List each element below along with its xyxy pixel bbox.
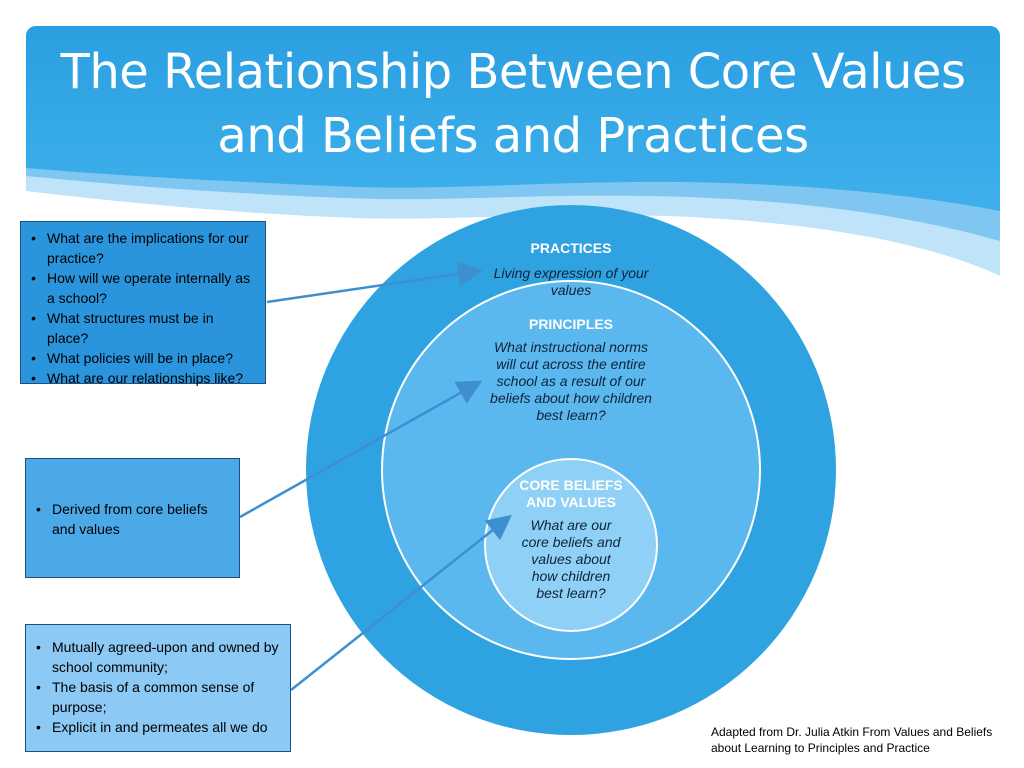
page-title: The Relationship Between Core Values and…	[60, 44, 966, 164]
core-values-box: Mutually agreed-upon and owned by school…	[25, 624, 291, 752]
header-banner	[26, 26, 1000, 276]
list-item: What are our relationships like?	[31, 368, 257, 388]
practices-label: PRACTICES Living expression of your valu…	[481, 240, 661, 299]
list-item: The basis of a common sense of purpose;	[36, 677, 282, 717]
practices-questions-list: What are the implications for our practi…	[29, 228, 257, 388]
practices-description: Living expression of your values	[493, 265, 649, 298]
arrow-core	[290, 514, 512, 691]
list-item: Explicit in and permeates all we do	[36, 717, 282, 737]
core-heading: CORE BELIEFS AND VALUES	[519, 477, 623, 510]
list-item: What are the implications for our practi…	[31, 228, 257, 268]
list-item: How will we operate internally as a scho…	[31, 268, 257, 308]
list-item: Derived from core beliefs and values	[36, 499, 231, 539]
list-item: What policies will be in place?	[31, 348, 257, 368]
principles-label: PRINCIPLES What instructional norms will…	[488, 316, 654, 424]
arrow-practices	[266, 261, 483, 304]
inner-ring-core	[484, 458, 658, 632]
principles-description: What instructional norms will cut across…	[490, 339, 652, 423]
core-values-list: Mutually agreed-upon and owned by school…	[34, 637, 282, 737]
list-item: Mutually agreed-upon and owned by school…	[36, 637, 282, 677]
source-credit: Adapted from Dr. Julia Atkin From Values…	[711, 725, 993, 755]
core-description: What are our core beliefs and values abo…	[521, 517, 621, 601]
principles-note-box: Derived from core beliefs and values	[25, 458, 240, 578]
practices-questions-box: What are the implications for our practi…	[20, 221, 266, 388]
header-wave-graphic	[26, 26, 1000, 276]
core-label: CORE BELIEFS AND VALUES What are our cor…	[518, 477, 624, 602]
list-item: What structures must be in place?	[31, 308, 257, 348]
principles-heading: PRINCIPLES	[528, 316, 613, 332]
practices-heading: PRACTICES	[530, 240, 612, 256]
principles-note-list: Derived from core beliefs and values	[34, 499, 231, 539]
arrow-principles	[239, 380, 483, 519]
